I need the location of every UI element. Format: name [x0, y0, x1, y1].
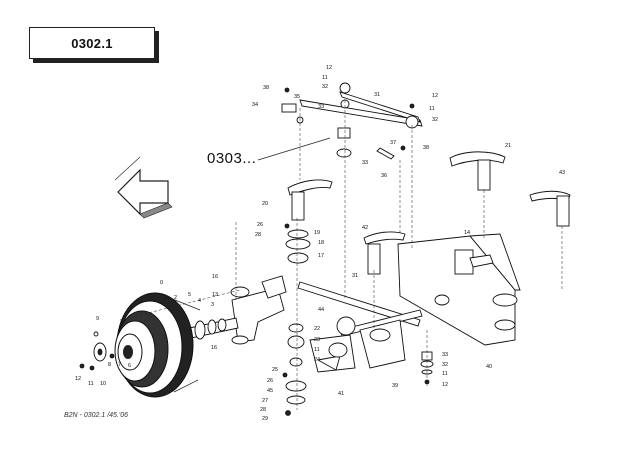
callout-numbers: 12 11 32 31 38 35 34 33 12 11 32 33 37 3…	[75, 65, 565, 422]
callout: 2	[174, 295, 177, 301]
callout: 7	[118, 362, 121, 368]
steering-arm-parts	[287, 151, 571, 275]
hub-cap-part	[79, 331, 115, 371]
callout: 31	[352, 273, 358, 279]
wheel-shaft-part	[179, 317, 239, 341]
callout: 33	[442, 352, 448, 358]
callout: 27	[262, 398, 268, 404]
callout: 39	[392, 383, 398, 389]
callout: 11	[442, 371, 448, 377]
washer-stack-upper	[284, 223, 311, 264]
callout: 32	[322, 84, 328, 90]
washer-stack-lower	[282, 323, 307, 416]
callout: 41	[338, 391, 344, 397]
callout: 32	[442, 362, 448, 368]
callout: 32	[432, 117, 438, 123]
footer-caption: B2N - 0302.1 /45.'06	[64, 412, 128, 419]
callout: 25	[272, 367, 278, 373]
lower-tie-rod-part	[297, 281, 423, 369]
callout: 44	[318, 307, 324, 313]
callout: 36	[381, 173, 387, 179]
callout: 26	[257, 222, 263, 228]
callout: 42	[362, 225, 368, 231]
diagram-code: 0302.1	[71, 35, 113, 51]
callout: 37	[390, 140, 396, 146]
callout: 1	[164, 295, 167, 301]
callout: 23	[314, 337, 320, 343]
callout: 40	[486, 364, 492, 370]
callout: 11	[429, 106, 435, 112]
callout: 12	[442, 382, 448, 388]
callout: 14	[464, 230, 470, 236]
callout: 24	[314, 357, 320, 363]
callout: 22	[314, 326, 320, 332]
callout: 0	[160, 280, 163, 286]
callout: 19	[314, 230, 320, 236]
callout: 28	[255, 232, 261, 238]
steering-knuckle-part	[309, 334, 356, 373]
callout: 13	[212, 292, 218, 298]
wheel-tire-part	[114, 292, 201, 398]
upper-tie-rod-part	[281, 82, 423, 160]
callout: 33	[318, 104, 324, 110]
callout: 38	[263, 85, 269, 91]
callout: 5	[188, 292, 191, 298]
callout: 8	[108, 362, 111, 368]
callout: 26	[267, 378, 273, 384]
callout: 16	[212, 274, 218, 280]
hub-bracket-part	[230, 275, 287, 345]
callout: 20	[262, 201, 268, 207]
callout: 16	[211, 345, 217, 351]
callout: 31	[374, 92, 380, 98]
cross-reference-label: 0303...	[207, 150, 257, 167]
callout: 6	[128, 363, 131, 369]
callout: 29	[262, 416, 268, 422]
callout: 43	[559, 170, 565, 176]
callout: 45	[267, 388, 273, 394]
callout: 11	[88, 381, 94, 387]
callout: 21	[505, 143, 511, 149]
diagram-code-box: 0302.1	[29, 27, 155, 59]
callout: 34	[252, 102, 258, 108]
direction-arrow-icon	[114, 156, 173, 219]
alignment-guides	[119, 100, 563, 410]
callout: 18	[318, 240, 324, 246]
callout: 11	[322, 75, 328, 81]
callout: 12	[326, 65, 332, 71]
callout: 38	[423, 145, 429, 151]
axle-beam-part	[397, 233, 521, 346]
callout: 28	[260, 407, 266, 413]
callout: 12	[75, 376, 81, 382]
callout: 11	[314, 347, 320, 353]
callout: 33	[362, 160, 368, 166]
callout: 12	[432, 93, 438, 99]
callout: 17	[318, 253, 324, 259]
callout: 9	[96, 316, 99, 322]
callout: 4	[198, 298, 201, 304]
callout: 35	[294, 94, 300, 100]
callout: 10	[100, 381, 106, 387]
callout: 3	[211, 302, 214, 308]
